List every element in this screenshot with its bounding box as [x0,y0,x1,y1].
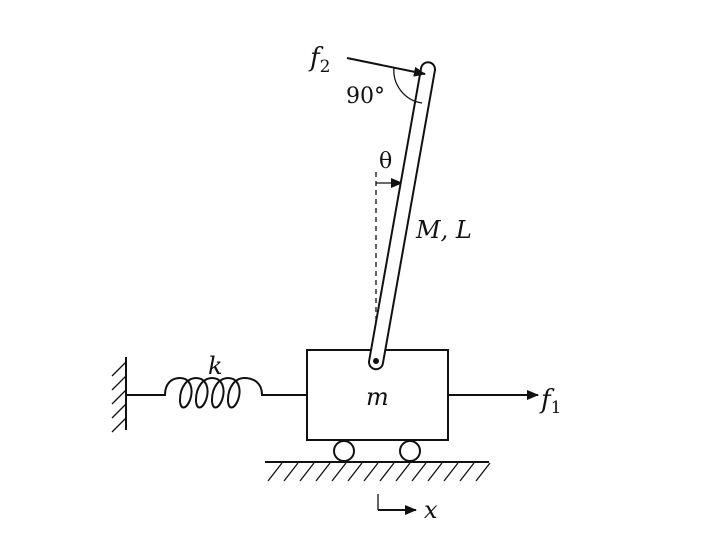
force-f2-label: f2 [308,43,330,77]
cart-mass-label: m [366,383,389,411]
wheel-left [333,440,355,462]
displacement-arrow [377,494,417,515]
pendulum-mass-length-label: M, L [415,216,472,244]
force-f1-label: f1 [539,385,561,418]
right-angle-label: 90° [346,84,385,109]
theta-label: θ [379,149,392,174]
spring-constant-label: k [208,352,223,380]
force-f2-arrow [346,57,426,77]
wall [111,357,127,433]
wheel-right [399,440,421,462]
right-angle-arc [393,66,423,104]
pendulum-rod [368,61,436,371]
ground [265,461,491,482]
displacement-label: x [424,496,438,524]
spring [126,376,307,409]
